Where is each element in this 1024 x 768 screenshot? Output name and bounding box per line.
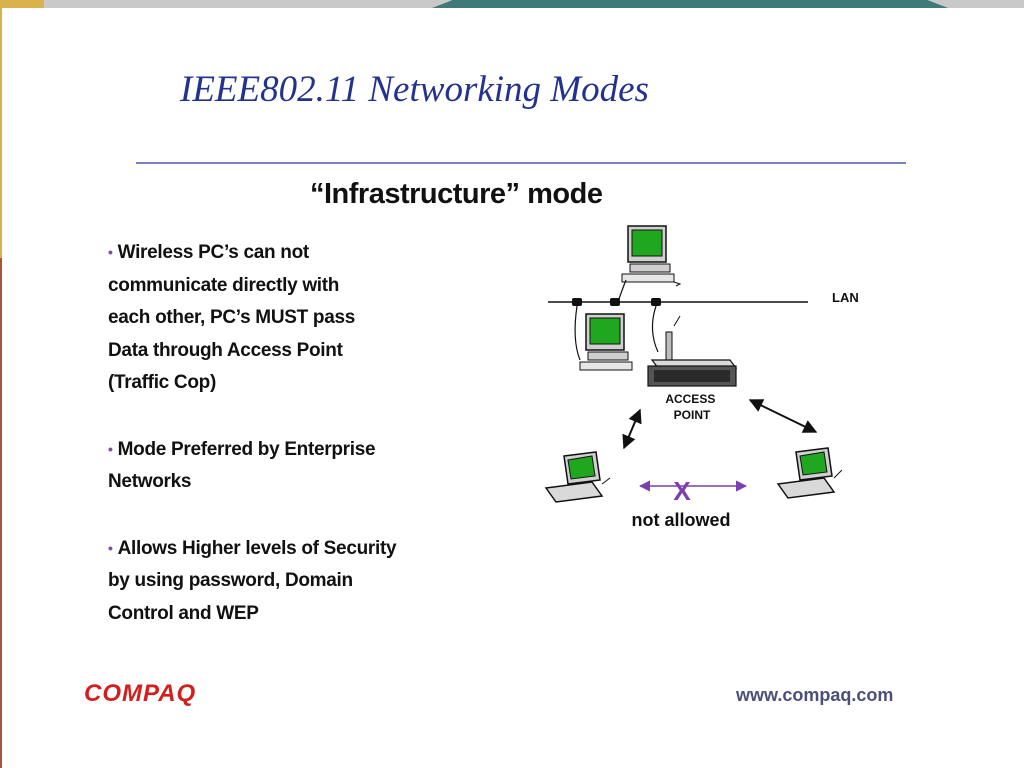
desktop-pc-icon: [579, 313, 633, 371]
bullet-dot-icon: •: [108, 244, 113, 260]
access-point-label: ACCESS POINT: [665, 392, 718, 422]
bullet-line: Data through Access Point: [108, 339, 343, 361]
cable-line: [574, 305, 581, 361]
access-point-label-line1: ACCESS: [665, 392, 715, 406]
bullet-dot-icon: •: [108, 539, 113, 556]
blocked-x-marker: X: [673, 476, 691, 506]
bullet-line: communicate directly with: [108, 274, 340, 296]
double-arrow-icon: [748, 399, 818, 433]
slide-title: IEEE802.11 Networking Modes: [180, 69, 649, 110]
laptop-icon: [544, 451, 611, 503]
lan-tap-icon: [651, 298, 661, 306]
left-accent-red: [0, 258, 2, 768]
compaq-logo: COMPAQ: [84, 680, 197, 707]
cable-line: [617, 279, 627, 303]
left-accent-gold: [0, 8, 2, 258]
bullet-line: Networks: [108, 471, 192, 492]
lan-tap-icon: [610, 298, 620, 306]
cable-line: [651, 305, 659, 353]
bullet-line: Allows Higher levels of Security: [117, 537, 397, 559]
bullet-item: •Wireless PC’s can not communicate direc…: [108, 236, 438, 400]
bullet-line: Control and WEP: [108, 602, 259, 624]
bullet-line: Mode Preferred by Enterprise: [117, 438, 376, 460]
bullet-list: •Wireless PC’s can not communicate direc…: [108, 236, 438, 663]
access-point-label-line2: POINT: [674, 408, 711, 422]
bullet-item: •Allows Higher levels of Security by usi…: [108, 532, 438, 631]
slide-subtitle: “Infrastructure” mode: [310, 178, 603, 210]
footer-url: www.compaq.com: [736, 685, 894, 705]
access-point-icon: [647, 315, 738, 387]
lan-tap-icon: [572, 298, 582, 306]
bullet-item: •Mode Preferred by Enterprise Networks: [108, 433, 438, 499]
top-accent-teal: [432, 0, 948, 8]
bullet-dot-icon: •: [108, 440, 113, 457]
bullet-line: each other, PC’s MUST pass: [108, 307, 356, 328]
bullet-line: by using password, Domain: [108, 570, 353, 591]
title-divider: [136, 162, 906, 164]
bullet-line: (Traffic Cop): [108, 372, 216, 393]
desktop-pc-icon: [621, 225, 682, 287]
lan-label: LAN: [832, 290, 859, 305]
double-arrow-icon: [622, 408, 642, 450]
bullet-line: Wireless PC’s can not: [117, 242, 310, 263]
top-accent-gold: [0, 0, 44, 8]
infrastructure-diagram: LAN ACCESS POINT: [544, 225, 859, 530]
not-allowed-label: not allowed: [632, 510, 731, 530]
laptop-icon: [776, 447, 843, 499]
